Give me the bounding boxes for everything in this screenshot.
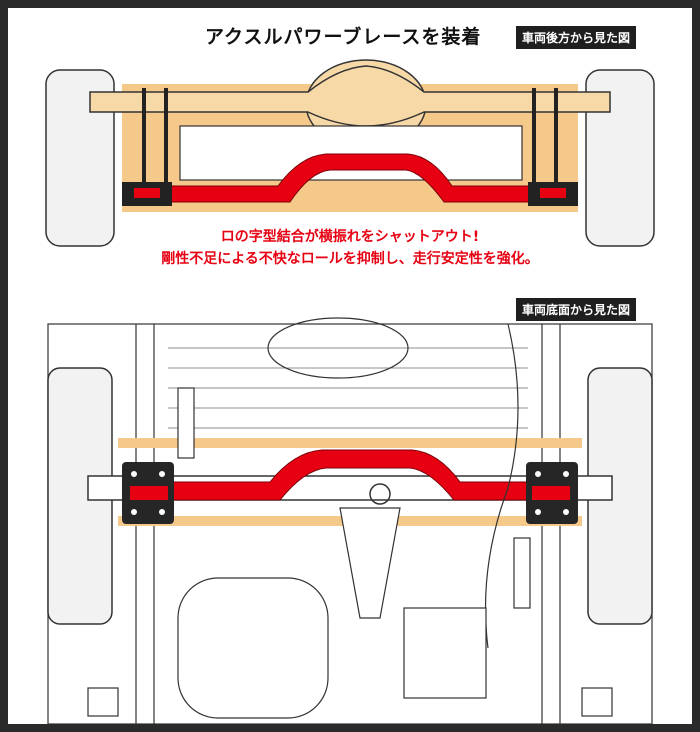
right-bracket-plate [540, 188, 566, 198]
rear-right-tire [585, 69, 655, 247]
pinion-flange [369, 483, 391, 505]
axle-highlight-top [118, 438, 582, 448]
mount-bolts [131, 471, 569, 515]
right-mount-strap [532, 486, 570, 500]
rear-floor-pan [177, 577, 329, 719]
caption-line-2: 剛性不足による不快なロールを抑制し、走行安定性を強化。 [161, 251, 539, 267]
caption-line-1: ロの字型結合が横振れをシャットアウト! [220, 229, 480, 245]
rear-view-tag: 車両後方から見た図 [516, 26, 637, 49]
rear-axle [89, 65, 611, 127]
right-shock [513, 537, 531, 609]
exhaust-pipe [484, 323, 519, 649]
diagram-panel: アクスルパワーブレースを装着 車両後方から見た図 ロの字型結合が横振れをシャット… [8, 8, 692, 724]
rear-left-tire [45, 69, 115, 247]
fuel-tank [403, 607, 487, 699]
floor-ribs [168, 347, 528, 429]
left-shock [177, 387, 195, 459]
right-mount-pad [581, 687, 613, 717]
bottom-view-illustration [47, 317, 653, 724]
left-mount-strap [130, 486, 168, 500]
rear-view-illustration [45, 59, 655, 247]
left-mount-pad [87, 687, 119, 717]
left-suspension [142, 88, 168, 194]
frame-window [179, 125, 523, 181]
bottom-view-tag: 車両底面から見た図 [516, 298, 637, 321]
driveshaft [339, 507, 401, 619]
diagram-title: アクスルパワーブレースを装着 [205, 26, 482, 48]
left-bracket-plate [134, 188, 160, 198]
spare-tire [267, 317, 409, 379]
right-suspension [532, 88, 558, 194]
